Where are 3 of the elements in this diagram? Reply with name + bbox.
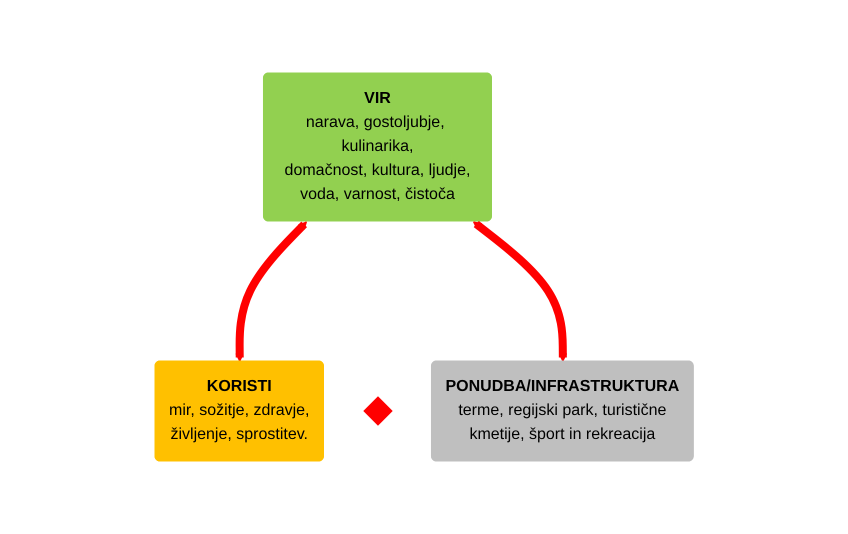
arrow xyxy=(472,220,568,362)
node-diamond xyxy=(363,396,393,426)
arrow xyxy=(235,221,307,362)
